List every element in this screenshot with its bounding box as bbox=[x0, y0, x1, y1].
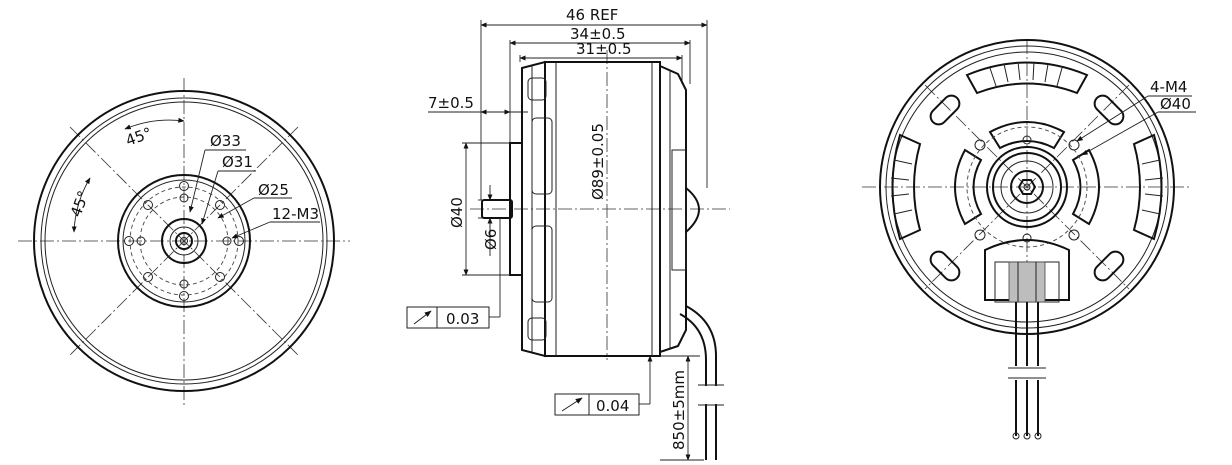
front-angle-side-label: 45° bbox=[67, 188, 93, 219]
runout-1-value: 0.03 bbox=[446, 310, 479, 328]
side-view: 46 REF 34±0.5 31±0.5 7±0.5 Ø40 Ø6 bbox=[406, 6, 730, 461]
front-d25-label: Ø25 bbox=[258, 181, 289, 199]
runout-frame-2: 0.04 bbox=[554, 355, 653, 416]
rear-pcd-label: Ø40 bbox=[1160, 95, 1191, 113]
front-d31-label: Ø31 bbox=[222, 153, 253, 171]
rear-view: 4-M4 Ø40 bbox=[862, 39, 1196, 440]
side-overall-label: 46 REF bbox=[566, 6, 618, 24]
side-outer-dia-label: Ø89±0.05 bbox=[589, 123, 607, 200]
side-base-dia-label: Ø40 bbox=[448, 197, 466, 228]
side-lead-len-label: 850±5mm bbox=[670, 370, 688, 450]
mounting-holes-12 bbox=[124, 181, 244, 301]
side-shaft-dia-label: Ø6 bbox=[482, 229, 500, 250]
front-view: 45° 45° Ø33 Ø31 Ø25 12-M3 bbox=[18, 78, 350, 405]
side-shaft-ext-label: 7±0.5 bbox=[428, 94, 474, 112]
front-d33-label: Ø33 bbox=[210, 132, 241, 150]
runout-frame-1: 0.03 bbox=[406, 218, 501, 329]
cooling-vents bbox=[890, 61, 1164, 282]
runout-2-value: 0.04 bbox=[596, 397, 629, 415]
side-can-len-label: 31±0.5 bbox=[576, 40, 632, 58]
rear-holes-label: 4-M4 bbox=[1150, 78, 1187, 96]
rear-lead-wires bbox=[1008, 302, 1046, 440]
side-body-len-label: 34±0.5 bbox=[570, 25, 626, 43]
front-holes-label: 12-M3 bbox=[272, 205, 319, 223]
